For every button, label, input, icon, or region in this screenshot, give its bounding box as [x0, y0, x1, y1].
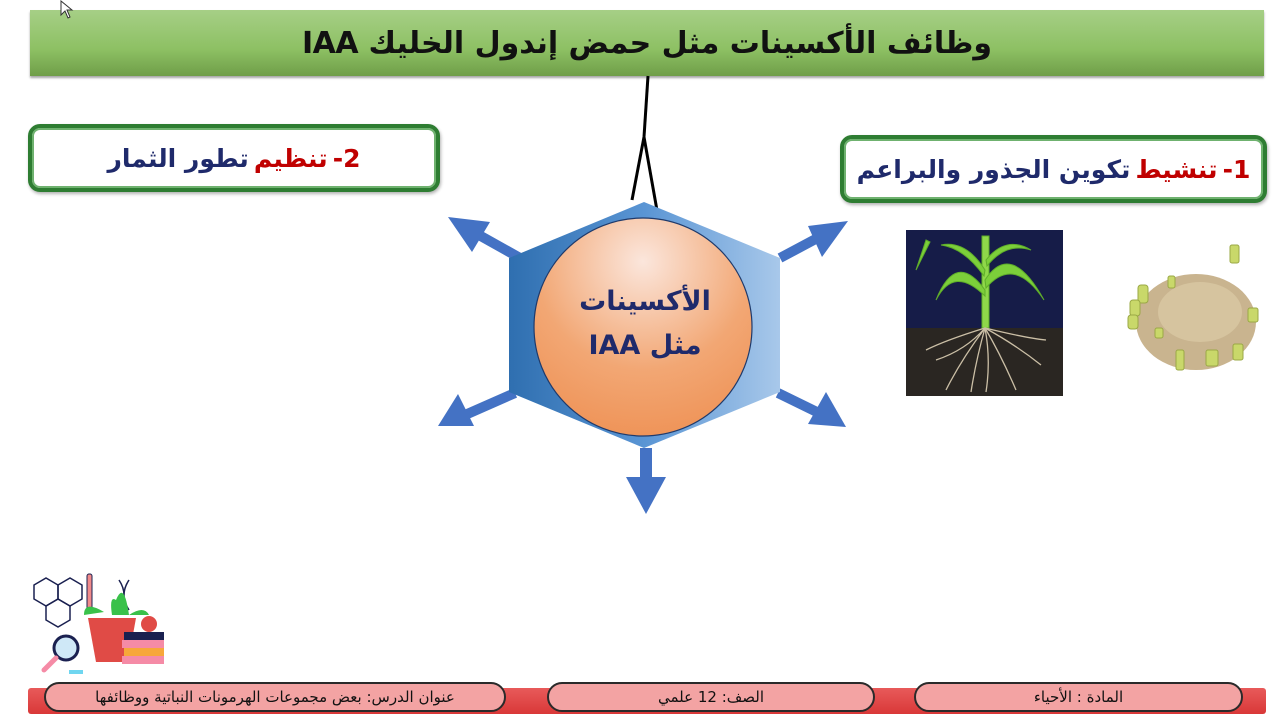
arrow-lower-right [775, 388, 846, 427]
function-verb: تنشيط [1135, 154, 1218, 184]
mouse-cursor-icon [60, 0, 74, 19]
function-text: تطور الثمار [107, 143, 249, 173]
lesson-title-pill: عنوان الدرس: بعض مجموعات الهرمونات النبا… [44, 682, 506, 712]
slide-title: وظائف الأكسينات مثل حمض إندول الخليك IAA [301, 25, 993, 61]
arrow-upper-left [448, 217, 523, 263]
function-number: 1- [1222, 154, 1251, 184]
center-label-line2: مثل IAA [588, 330, 702, 361]
lesson-title: عنوان الدرس: بعض مجموعات الهرمونات النبا… [95, 688, 455, 706]
center-label-line1: الأكسينات [579, 286, 711, 317]
function-verb: تنظيم [253, 143, 328, 173]
sprouting-potato-photo [1127, 244, 1259, 371]
connector-lines [630, 75, 660, 217]
arrow-upper-right [777, 221, 848, 263]
title-bar: وظائف الأكسينات مثل حمض إندول الخليك IAA [30, 10, 1264, 76]
grade-label: الصف: 12 علمي [657, 688, 765, 706]
arrows [438, 217, 848, 514]
grade-pill: الصف: 12 علمي [547, 682, 875, 712]
subject-pill: المادة : الأحياء [914, 682, 1243, 712]
plant-roots-photo [906, 230, 1063, 396]
auxin-circle [533, 217, 753, 437]
center-label: الأكسينات مثل IAA [540, 280, 750, 368]
subject-label: المادة : الأحياء [1033, 688, 1124, 706]
science-logo-icon [33, 573, 164, 674]
arrow-lower-left [438, 388, 518, 426]
function-text: تكوين الجذور والبراعم [856, 154, 1131, 184]
function-number: 2- [332, 143, 361, 173]
arrow-down [626, 448, 666, 514]
function-box-1: 1- تنشيط تكوين الجذور والبراعم [840, 135, 1267, 203]
function-box-2: 2- تنظيم تطور الثمار [28, 124, 440, 192]
